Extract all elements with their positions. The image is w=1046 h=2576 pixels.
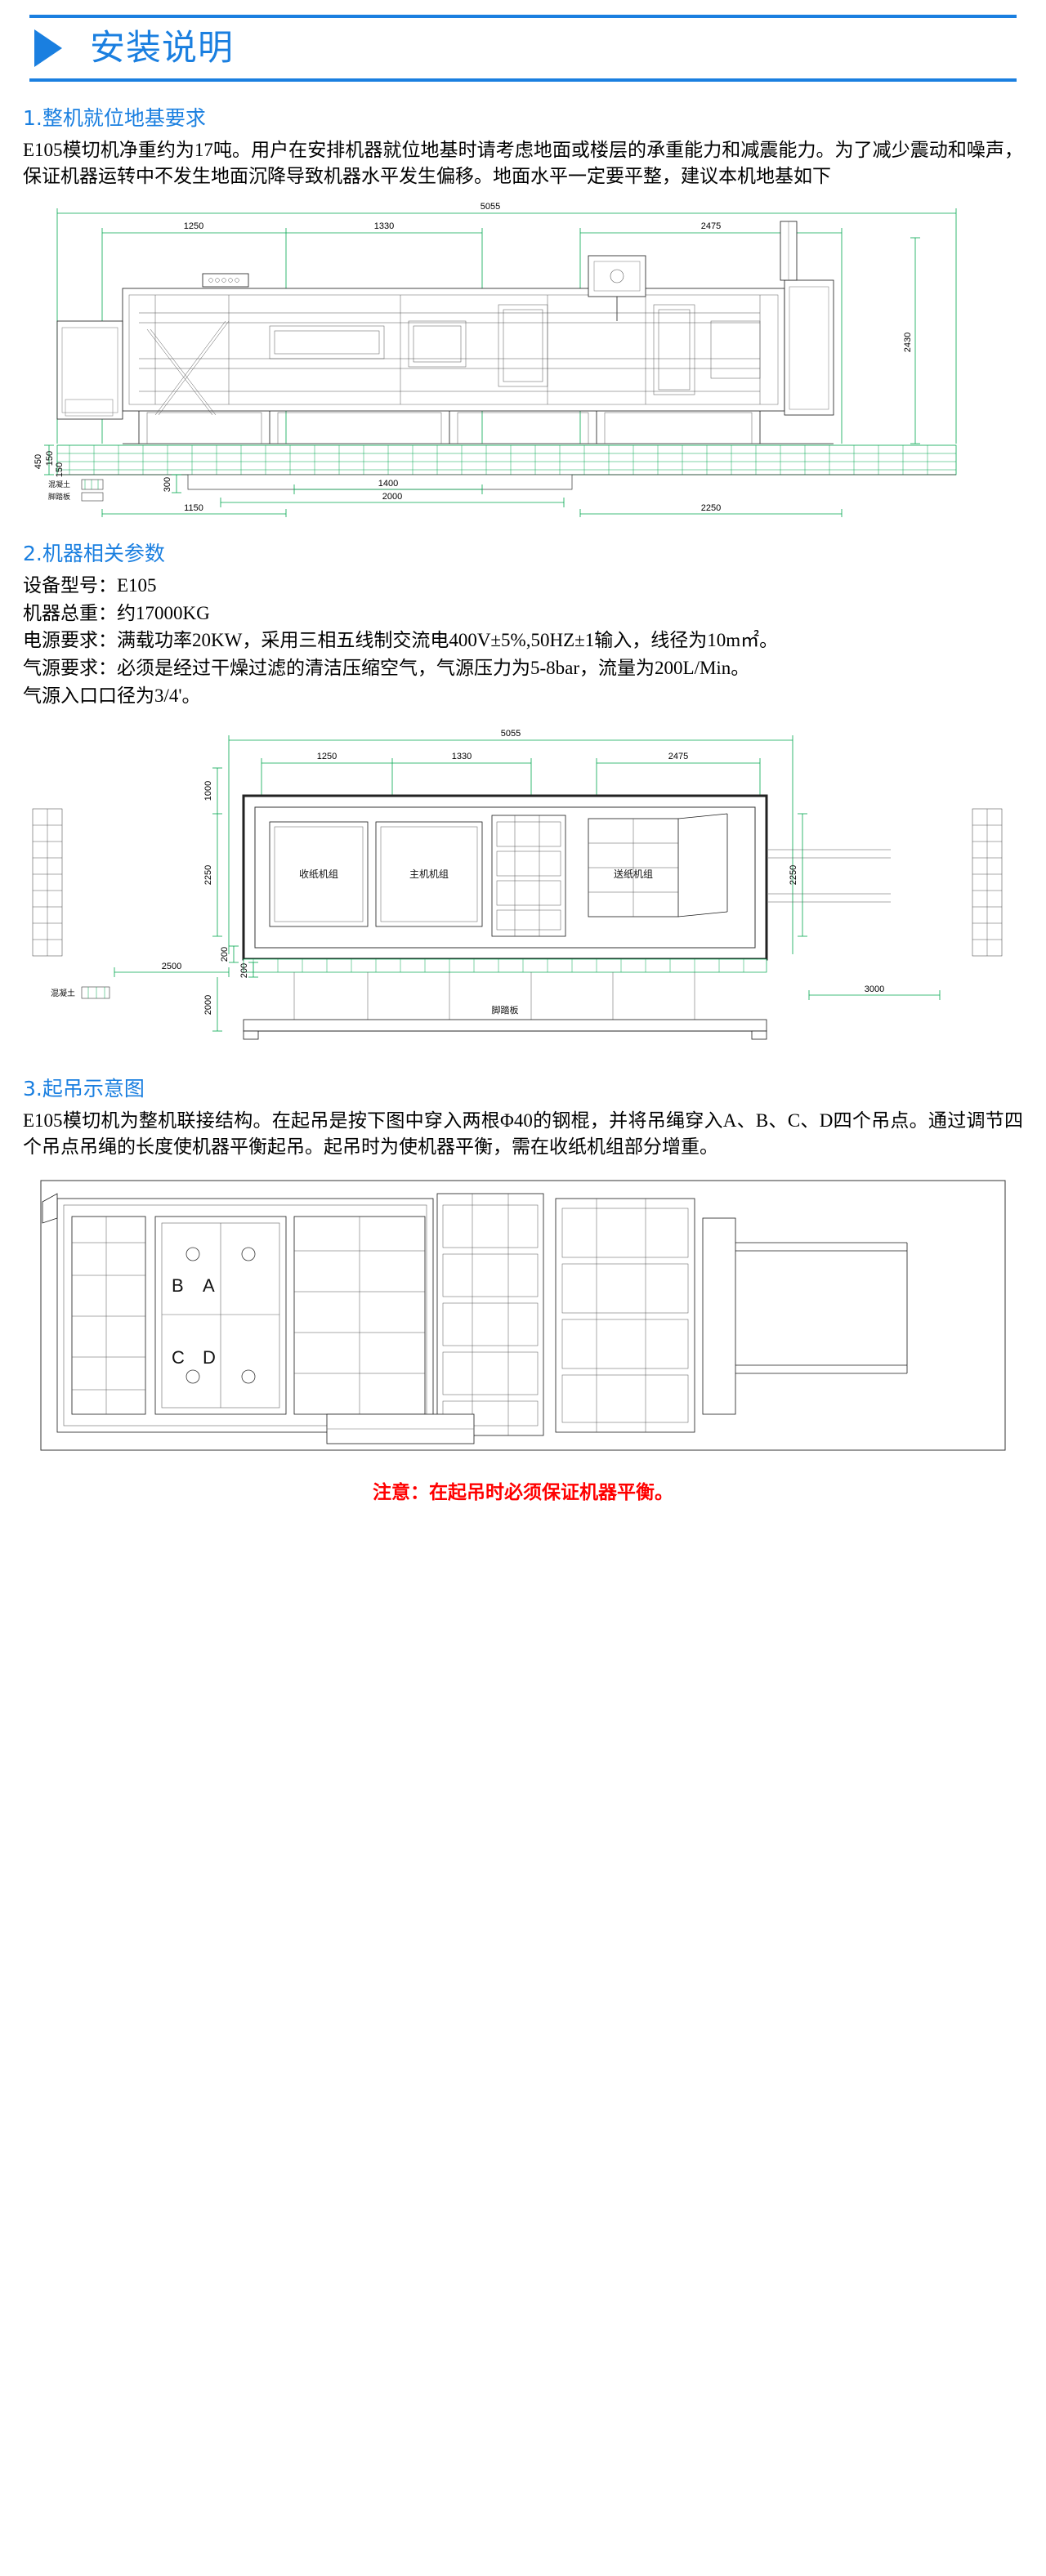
plan-dim-200: 200 bbox=[220, 947, 230, 962]
spec-air: 气源要求：必须是经过干燥过滤的清洁压缩空气，气源压力为5-8bar，流量为200… bbox=[23, 658, 750, 679]
page-root: 安装说明 1.整机就位地基要求 E105模切机净重约为17吨。用户在安排机器就位… bbox=[0, 15, 1046, 1504]
plan-dim-2250: 2250 bbox=[203, 865, 213, 885]
section-1-paragraph: E105模切机净重约为17吨。用户在安排机器就位地基时请考虑地面或楼层的承重能力… bbox=[23, 139, 1023, 187]
legend-footboard: 脚踏板 bbox=[48, 492, 70, 502]
dim-seg-1330: 1330 bbox=[374, 221, 394, 231]
dim-2000: 2000 bbox=[382, 492, 402, 502]
plan-dim-200-b: 200 bbox=[239, 963, 249, 978]
section-3-paragraph: E105模切机为整机联接结构。在起吊是按下图中穿入两根Φ40的钢棍，并将吊绳穿入… bbox=[23, 1109, 1023, 1158]
play-triangle-icon bbox=[34, 29, 62, 67]
header-top-rule bbox=[29, 15, 1017, 18]
plan-label-delivery: 收纸机组 bbox=[299, 868, 338, 880]
dim-1150: 1150 bbox=[184, 503, 203, 513]
plan-dim-2475: 2475 bbox=[668, 752, 688, 761]
plan-dim-1330: 1330 bbox=[452, 752, 472, 761]
foundation-plan-drawing: 5055 1250 1330 2475 bbox=[32, 729, 1003, 1040]
spec-power: 电源要求：满载功率20KW，采用三相五线制交流电400V±5%,50HZ±1输入… bbox=[23, 630, 779, 651]
dim-overall-width: 5055 bbox=[481, 202, 500, 212]
spec-weight: 机器总重：约17000KG bbox=[23, 602, 210, 623]
plan-dim-2500: 2500 bbox=[162, 962, 181, 971]
spec-model: 设备型号：E105 bbox=[23, 575, 157, 596]
plan-dim-right-2250: 2250 bbox=[789, 865, 798, 885]
plan-dim-1250: 1250 bbox=[317, 752, 337, 761]
dim-300: 300 bbox=[163, 477, 172, 492]
section-1-heading: 1.整机就位地基要求 bbox=[23, 106, 206, 130]
plan-label-feeder: 送纸机组 bbox=[614, 868, 653, 880]
dim-seg-1250: 1250 bbox=[184, 221, 203, 231]
dim-overall-height: 2430 bbox=[903, 333, 913, 352]
dim-150-b: 150 bbox=[55, 462, 65, 477]
lift-point-B: B bbox=[172, 1275, 184, 1296]
lifting-diagram: B A C D bbox=[40, 1180, 1006, 1451]
lifting-warning-note: 注意：在起吊时必须保证机器平衡。 bbox=[373, 1482, 673, 1504]
dim-seg-2475: 2475 bbox=[701, 221, 721, 231]
foundation-elevation-drawing: 5055 1250 1330 2475 bbox=[34, 202, 957, 517]
section-2-heading: 2.机器相关参数 bbox=[23, 541, 165, 565]
dim-450: 450 bbox=[34, 454, 43, 469]
legend-concrete: 混凝土 bbox=[48, 480, 70, 489]
plan-dim-overall: 5055 bbox=[501, 729, 521, 739]
plan-dim-3000: 3000 bbox=[865, 984, 884, 994]
lift-point-D: D bbox=[203, 1347, 216, 1368]
section-3-heading: 3.起吊示意图 bbox=[23, 1077, 145, 1101]
lift-point-A: A bbox=[203, 1275, 215, 1296]
page-content: 1.整机就位地基要求 E105模切机净重约为17吨。用户在安排机器就位地基时请考… bbox=[23, 103, 1023, 1504]
dim-2250: 2250 bbox=[701, 503, 721, 513]
plan-dim-2000: 2000 bbox=[203, 995, 213, 1015]
plan-label-main: 主机机组 bbox=[409, 868, 449, 880]
dim-150: 150 bbox=[45, 451, 55, 466]
lift-point-C: C bbox=[172, 1347, 185, 1368]
plan-legend-concrete: 混凝土 bbox=[51, 988, 75, 998]
plan-dim-1000: 1000 bbox=[203, 781, 213, 801]
dim-1400: 1400 bbox=[378, 479, 398, 489]
header-bottom-rule bbox=[29, 78, 1017, 82]
plan-label-footboard: 脚踏板 bbox=[492, 1004, 519, 1016]
page-title: 安装说明 bbox=[90, 27, 234, 69]
spec-air-inlet: 气源入口口径为3/4'。 bbox=[23, 685, 201, 706]
page-header: 安装说明 bbox=[29, 15, 1017, 82]
